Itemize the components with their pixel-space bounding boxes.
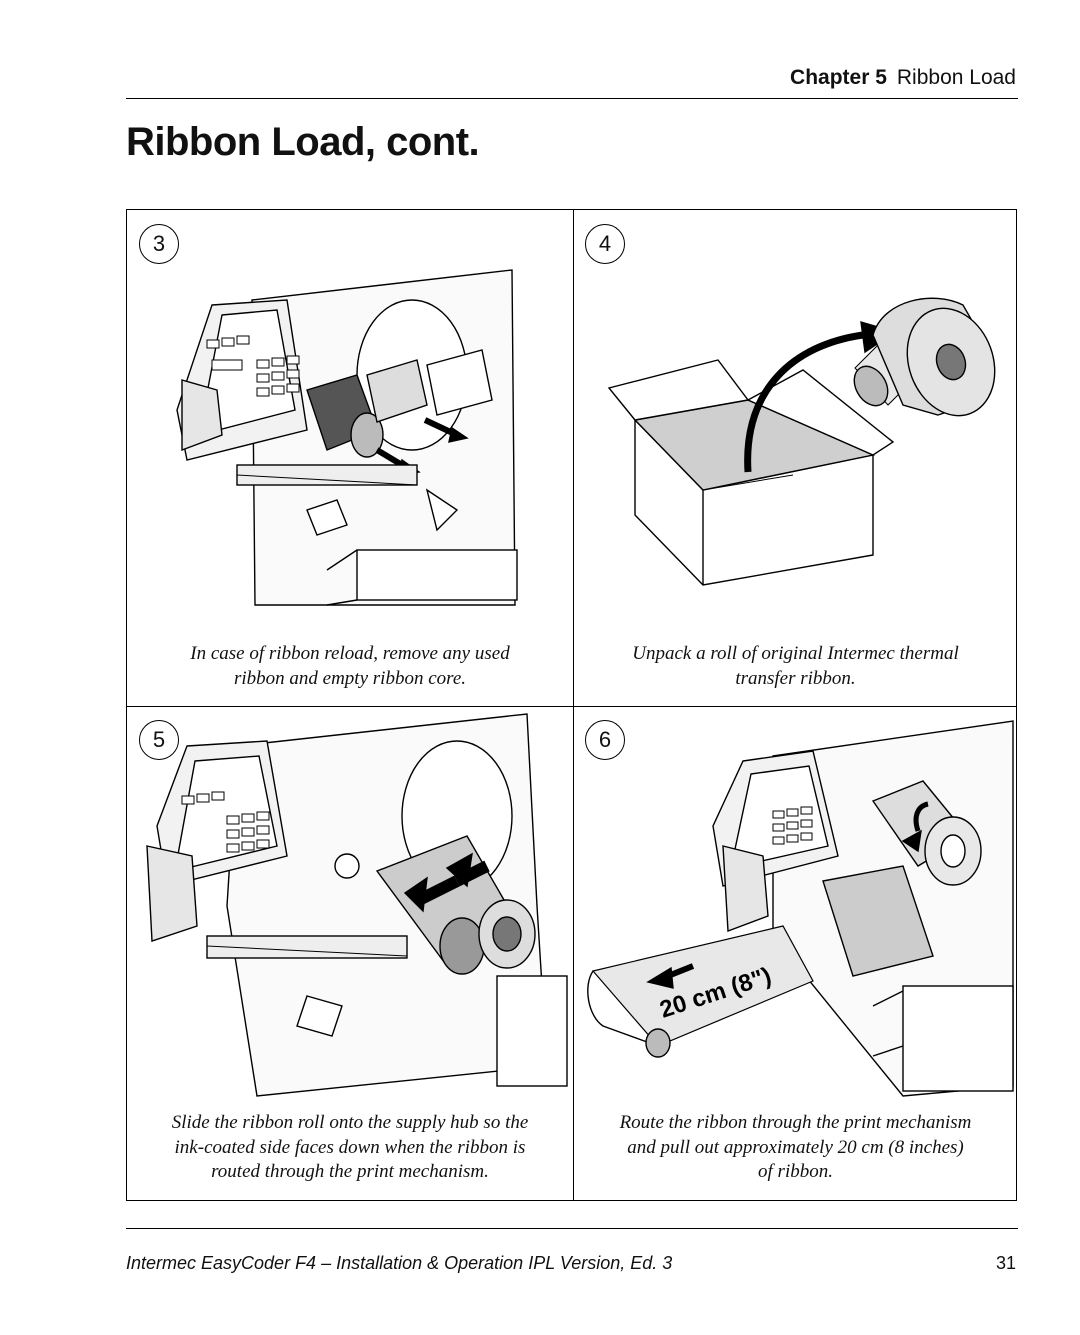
caption-line: Unpack a roll of original Intermec therm… (632, 643, 959, 664)
footer-text: Intermec EasyCoder F4 – Installation & O… (126, 1253, 673, 1273)
remove-ribbon-illustration (176, 269, 518, 606)
caption-line: transfer ribbon. (735, 667, 856, 689)
route-ribbon-illustration: 20 cm (8") (587, 720, 1014, 1097)
step-3-panel: 3 (127, 210, 573, 706)
caption-line: Slide the ribbon roll onto the supply hu… (171, 1112, 529, 1133)
step-6-caption: Route the ribbon through the print mecha… (581, 1111, 1010, 1185)
caption-line: In case of ribbon reload, remove any use… (190, 643, 510, 664)
step-6-number: 6 (585, 720, 625, 760)
step-4-caption: Unpack a roll of original Intermec therm… (581, 642, 1010, 691)
page-title: Ribbon Load, cont. (126, 120, 480, 164)
caption-line: of ribbon. (758, 1161, 833, 1182)
mount-ribbon-illustration (146, 713, 568, 1097)
step-4-panel: 4 Unpack a roll of original Intermec the… (573, 210, 1018, 706)
page-number: 31 (995, 1253, 1016, 1273)
step-6-panel: 6 20 cm (8") (573, 706, 1018, 1202)
caption-line: routed through the print mechanism. (211, 1161, 489, 1182)
step-5-panel: 5 S (127, 706, 573, 1202)
step-3-caption: In case of ribbon reload, remove any use… (135, 642, 565, 691)
step-5-number: 5 (139, 720, 179, 760)
chapter-label: Chapter 5 (790, 66, 887, 89)
grid-divider-horizontal (127, 706, 1016, 707)
steps-grid: 3 (126, 209, 1017, 1201)
caption-line: Route the ribbon through the print mecha… (619, 1112, 972, 1133)
chapter-header: Chapter 5 Ribbon Load (790, 66, 1016, 90)
caption-line: and pull out approximately 20 cm (8 inch… (627, 1136, 964, 1158)
step-5-caption: Slide the ribbon roll onto the supply hu… (135, 1111, 565, 1185)
step-4-number: 4 (585, 224, 625, 264)
unpack-ribbon-illustration (607, 297, 996, 586)
footer-rule (126, 1228, 1018, 1229)
step-3-number: 3 (139, 224, 179, 264)
header-rule (126, 98, 1018, 99)
chapter-title: Ribbon Load (896, 66, 1016, 89)
caption-line: ribbon and empty ribbon core. (233, 667, 467, 689)
grid-divider-vertical (573, 210, 574, 1200)
caption-line: ink-coated side faces down when the ribb… (174, 1136, 526, 1158)
